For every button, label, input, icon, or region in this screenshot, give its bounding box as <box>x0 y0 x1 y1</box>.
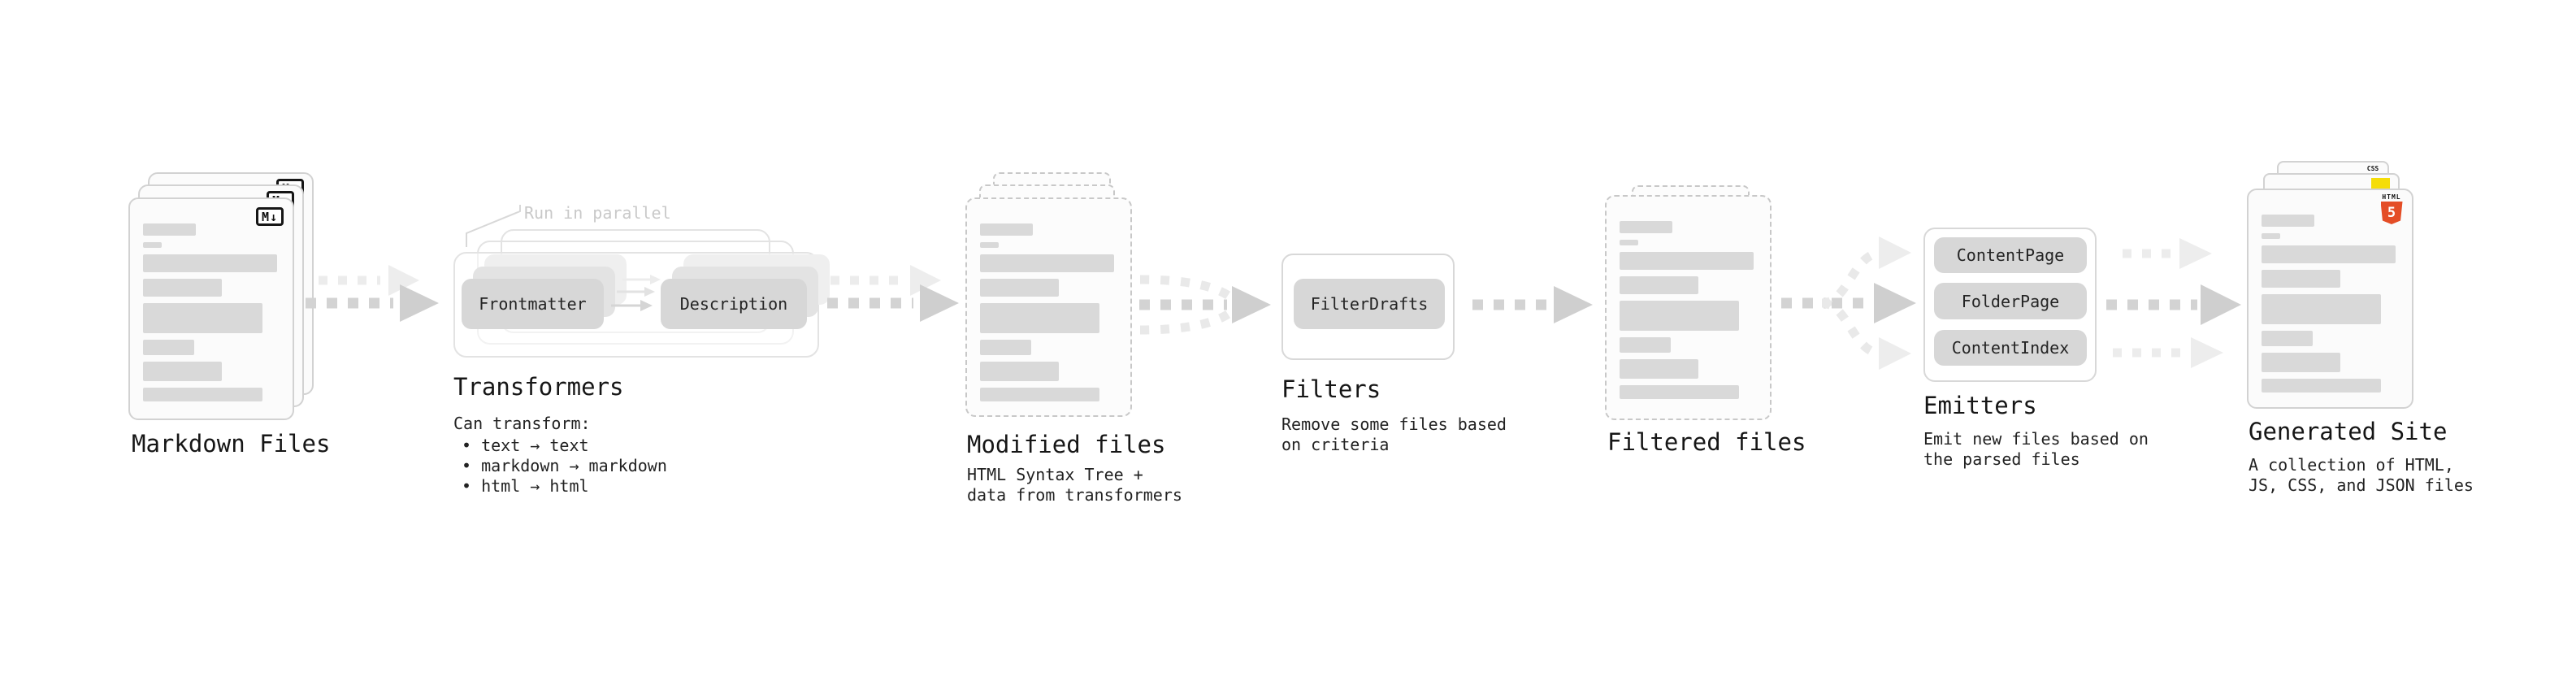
bullet-item: • html → html <box>462 476 589 496</box>
skeleton-line <box>2262 233 2280 239</box>
desc-line: HTML Syntax Tree + <box>967 465 1143 484</box>
skeleton-line <box>143 340 194 355</box>
skeleton-line <box>980 279 1059 297</box>
skeleton-line <box>980 242 999 248</box>
skeleton-line <box>1620 301 1739 331</box>
skeleton-line <box>143 242 162 248</box>
document-skeleton <box>1607 197 1770 419</box>
arrow-markdown-to-transformers <box>306 284 439 322</box>
html5-badge-text: HTML <box>2382 193 2401 201</box>
modified-files-desc: HTML Syntax Tree + data from transformer… <box>967 465 1182 505</box>
desc-line: data from transformers <box>967 485 1182 505</box>
bullet-item: • markdown → markdown <box>462 456 667 475</box>
transformers-heading: Transformers <box>453 373 624 401</box>
funnel-modified-to-filters <box>1139 275 1271 335</box>
filtered-files-label: Filtered files <box>1607 428 1806 456</box>
skeleton-line <box>1620 276 1698 294</box>
desc-line: the parsed files <box>1923 449 2080 469</box>
skeleton-line <box>143 362 222 381</box>
desc-line: JS, CSS, and JSON files <box>2249 475 2474 495</box>
skeleton-line <box>2262 270 2340 288</box>
skeleton-line <box>143 388 262 401</box>
fan-filtered-to-emitters <box>1781 236 1916 370</box>
desc-line: A collection of HTML, <box>2249 455 2454 475</box>
contentindex-pill: ContentIndex <box>1934 330 2087 366</box>
filters-desc: Remove some files based on criteria <box>1281 414 1507 455</box>
html5-number: 5 <box>2387 205 2396 221</box>
skeleton-line <box>2262 379 2381 393</box>
desc-line: Remove some files based <box>1281 414 1507 434</box>
skeleton-line <box>2262 294 2381 324</box>
folderpage-pill: FolderPage <box>1934 283 2087 319</box>
skeleton-line <box>2262 331 2313 346</box>
transformers-desc-title: Can transform: <box>453 414 591 433</box>
arrow-markdown-to-transformers-ghost <box>319 265 419 296</box>
run-in-parallel-note: Run in parallel <box>524 203 671 223</box>
skeleton-line <box>1620 252 1754 270</box>
modified-file-card <box>965 197 1132 417</box>
document-skeleton <box>2249 190 2412 407</box>
skeleton-line <box>143 303 262 333</box>
generated-site-desc: A collection of HTML, JS, CSS, and JSON … <box>2249 455 2474 496</box>
arrows-emitters-to-site <box>2106 238 2241 368</box>
transformers-bullets: • text → text • markdown → markdown • ht… <box>462 436 667 497</box>
site-card-front: HTML 5 <box>2247 189 2413 409</box>
contentpage-pill: ContentPage <box>1934 237 2087 273</box>
description-pill: Description <box>661 279 807 329</box>
document-skeleton <box>130 199 293 419</box>
skeleton-line <box>980 254 1114 272</box>
skeleton-line <box>980 362 1059 381</box>
arrow-transformers-to-modified-ghost <box>830 265 941 296</box>
markdown-files-label: Markdown Files <box>132 430 331 458</box>
bullet-item: • text → text <box>462 436 589 455</box>
arrow-transformers-to-modified <box>827 284 959 322</box>
skeleton-line <box>143 254 277 272</box>
emitters-heading: Emitters <box>1923 392 2037 419</box>
emitters-desc: Emit new files based on the parsed files <box>1923 429 2149 470</box>
skeleton-line <box>143 223 196 236</box>
markdown-icon: M↓ <box>255 207 284 226</box>
skeleton-line <box>2262 215 2314 227</box>
javascript-icon <box>2371 178 2390 189</box>
skeleton-line <box>980 340 1031 355</box>
document-skeleton <box>967 199 1130 415</box>
html5-shield: 5 <box>2380 202 2403 224</box>
arrow-filters-to-filtered <box>1472 286 1593 323</box>
desc-line: Emit new files based on <box>1923 429 2149 449</box>
modified-files-label: Modified files <box>967 431 1166 458</box>
generated-site-label: Generated Site <box>2249 418 2448 445</box>
skeleton-line <box>1620 221 1672 233</box>
skeleton-line <box>980 223 1033 236</box>
filters-heading: Filters <box>1281 375 1381 403</box>
filtered-file-card <box>1605 195 1772 420</box>
skeleton-line <box>1620 337 1671 353</box>
skeleton-line <box>2262 353 2340 372</box>
html5-icon: HTML 5 <box>2379 193 2404 224</box>
skeleton-line <box>143 279 222 297</box>
frontmatter-pill: Frontmatter <box>462 279 604 329</box>
skeleton-line <box>2262 245 2396 263</box>
skeleton-line <box>980 388 1099 401</box>
markdown-badge-text: M↓ <box>261 209 278 224</box>
skeleton-line <box>980 303 1099 333</box>
skeleton-line <box>1620 359 1698 379</box>
skeleton-line <box>1620 240 1638 245</box>
skeleton-line <box>1620 385 1739 399</box>
markdown-file-card-front: M↓ <box>128 197 294 420</box>
desc-line: on criteria <box>1281 435 1390 454</box>
css-badge-text: CSS <box>2366 165 2379 172</box>
filterdrafts-pill: FilterDrafts <box>1294 279 1445 329</box>
